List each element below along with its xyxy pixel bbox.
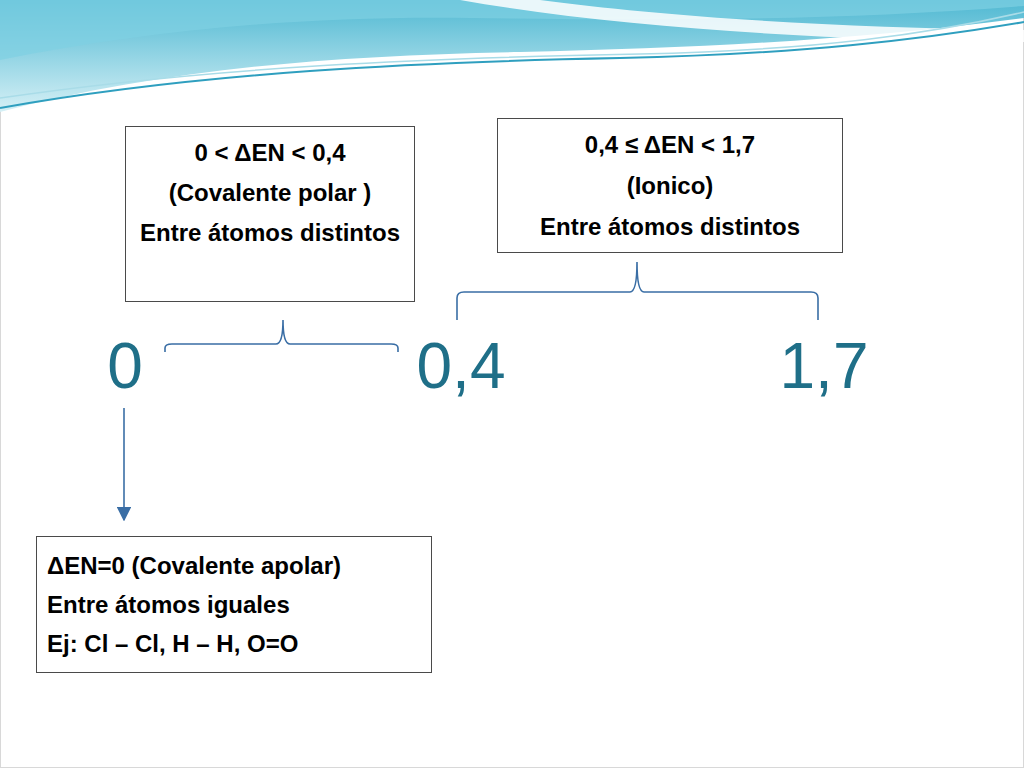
header-wave bbox=[0, 0, 1024, 112]
node-text: Ej: Cl – Cl, H – H, O=O bbox=[47, 624, 421, 663]
node-text: Entre átomos iguales bbox=[47, 585, 421, 624]
header-line bbox=[0, 22, 1024, 108]
node-text: Entre átomos distintos bbox=[136, 213, 404, 253]
example-box: ΔEN=0 (Covalente apolar)Entre átomos igu… bbox=[36, 536, 432, 673]
header-line bbox=[0, 12, 1024, 98]
scale-number: 0 bbox=[107, 334, 143, 398]
range-brace bbox=[165, 320, 398, 352]
range-brace bbox=[457, 262, 818, 320]
node-text: (Ionico) bbox=[508, 165, 832, 206]
node-text: 0,4 ≤ ΔEN < 1,7 bbox=[508, 124, 832, 165]
node-text: Entre átomos distintos bbox=[508, 206, 832, 247]
range-box: 0 < ΔEN < 0,4(Covalente polar )Entre áto… bbox=[125, 126, 415, 302]
node-text: 0 < ΔEN < 0,4 bbox=[136, 133, 404, 173]
range-box: 0,4 ≤ ΔEN < 1,7(Ionico)Entre átomos dist… bbox=[497, 118, 843, 253]
pointer-arrow bbox=[123, 408, 125, 520]
scale-number: 1,7 bbox=[780, 334, 869, 398]
header-wave bbox=[0, 0, 1024, 60]
scale-number: 0,4 bbox=[417, 334, 506, 398]
node-text: (Covalente polar ) bbox=[136, 173, 404, 213]
node-text: ΔEN=0 (Covalente apolar) bbox=[47, 546, 421, 585]
